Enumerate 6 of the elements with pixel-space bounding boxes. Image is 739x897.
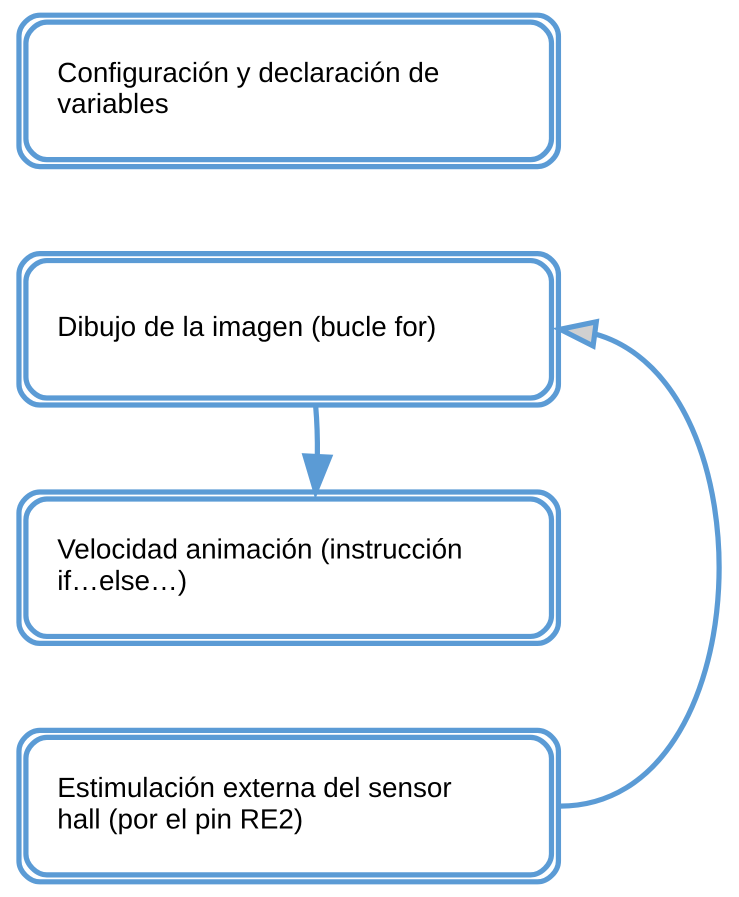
node-box: Configuración y declaración de variables xyxy=(16,12,562,170)
node-box: Estimulación externa del sensor hall (por el pin RE2) xyxy=(16,728,562,884)
arrow xyxy=(552,318,722,809)
arrow xyxy=(302,405,334,500)
node-box: Dibujo de la imagen (bucle for) xyxy=(16,250,562,408)
node-box: Velocidad animación (instrucción if…else…) xyxy=(16,489,562,646)
